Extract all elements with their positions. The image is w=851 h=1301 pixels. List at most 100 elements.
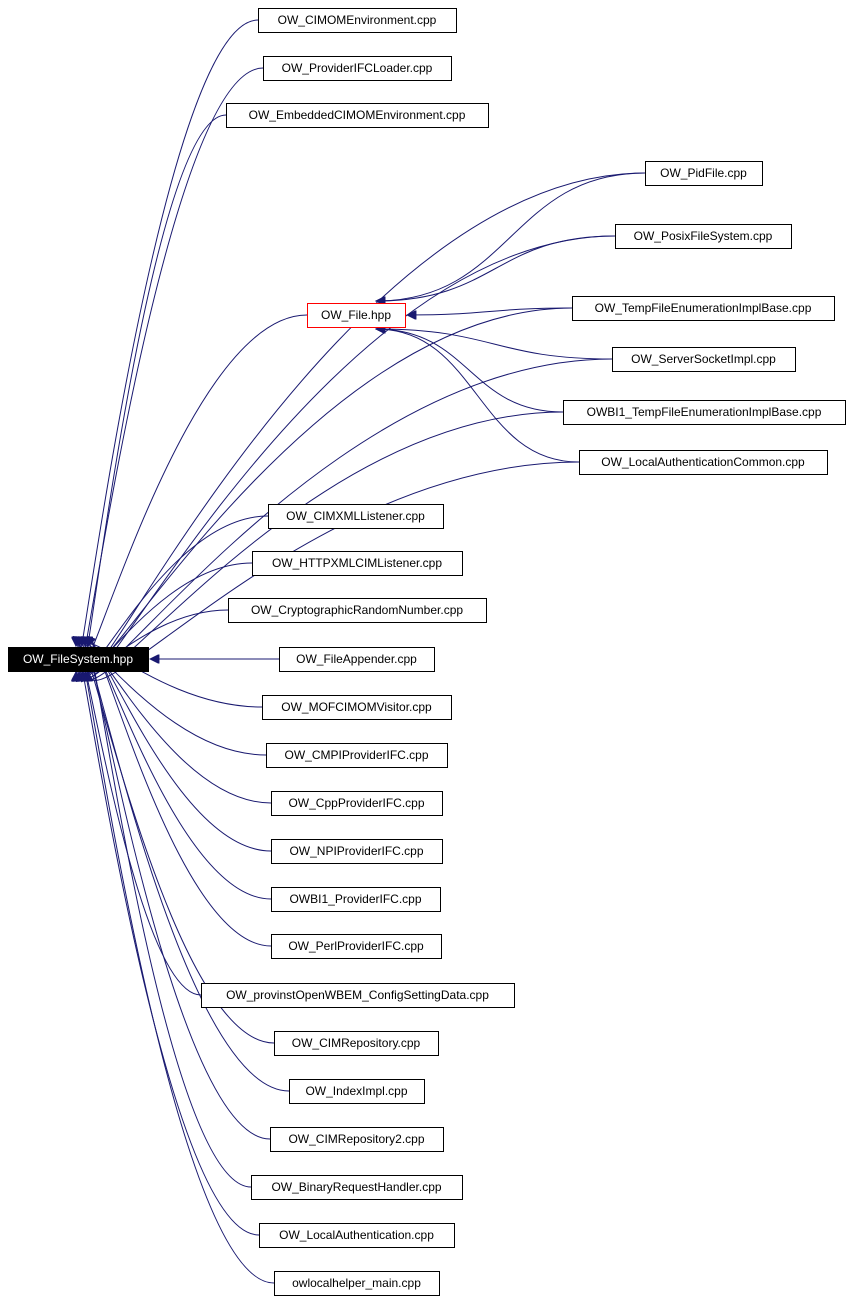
node-binary-request-handler[interactable]: OW_BinaryRequestHandler.cpp <box>251 1175 463 1200</box>
node-box <box>201 983 515 1008</box>
node-label: OW_FileSystem.hpp <box>23 652 133 666</box>
node-box <box>258 8 457 33</box>
node-box <box>563 400 846 425</box>
node-label: OW_PosixFileSystem.cpp <box>634 229 773 243</box>
node-label: OW_FileAppender.cpp <box>296 652 417 666</box>
node-label: OW_IndexImpl.cpp <box>305 1084 407 1098</box>
edge-owbi1_tempfile_enum-to-file_hpp <box>376 329 564 413</box>
edge-owbi1_provider-to-filesystem <box>85 638 272 900</box>
node-label: OW_BinaryRequestHandler.cpp <box>271 1180 441 1194</box>
edge-owbi1_tempfile_enum-to-filesystem <box>85 411 564 679</box>
node-local-auth-common[interactable]: OW_LocalAuthenticationCommon.cpp <box>579 450 828 475</box>
edge-tempfile_enum-to-file_hpp <box>407 307 573 315</box>
node-label: owlocalhelper_main.cpp <box>292 1276 421 1290</box>
node-box <box>228 598 487 623</box>
node-owbi1-tempfile-enum[interactable]: OWBI1_TempFileEnumerationImplBase.cpp <box>563 400 846 425</box>
node-label: OW_MOFCIMOMVisitor.cpp <box>281 700 432 714</box>
node-label: OW_ProviderIFCLoader.cpp <box>282 61 433 75</box>
node-httpxml-listener[interactable]: OW_HTTPXMLCIMListener.cpp <box>252 551 463 576</box>
node-box <box>289 1079 425 1104</box>
node-pidfile[interactable]: OW_PidFile.cpp <box>645 161 763 186</box>
node-label: OW_LocalAuthentication.cpp <box>279 1228 434 1242</box>
node-box <box>271 839 443 864</box>
node-owbi1-provider[interactable]: OWBI1_ProviderIFC.cpp <box>271 887 441 912</box>
node-embedded-cimom-env[interactable]: OW_EmbeddedCIMOMEnvironment.cpp <box>226 103 489 128</box>
node-tempfile-enum[interactable]: OW_TempFileEnumerationImplBase.cpp <box>572 296 835 321</box>
node-cpp-provider[interactable]: OW_CppProviderIFC.cpp <box>271 791 443 816</box>
node-box <box>259 1223 455 1248</box>
node-box <box>271 887 441 912</box>
node-label: OW_CIMXMLListener.cpp <box>286 509 425 523</box>
node-provinst-config[interactable]: OW_provinstOpenWBEM_ConfigSettingData.cp… <box>201 983 515 1008</box>
node-box <box>266 743 448 768</box>
node-mof-cimom-visitor[interactable]: OW_MOFCIMOMVisitor.cpp <box>262 695 452 720</box>
node-owlocalhelper-main[interactable]: owlocalhelper_main.cpp <box>274 1271 440 1296</box>
node-box <box>226 103 489 128</box>
node-file-hpp[interactable]: OW_File.hpp <box>307 303 406 328</box>
node-label: OW_HTTPXMLCIMListener.cpp <box>272 556 442 570</box>
node-label: OW_CIMOMEnvironment.cpp <box>278 13 437 27</box>
node-box <box>612 347 796 372</box>
node-label: OW_CMPIProviderIFC.cpp <box>284 748 428 762</box>
node-posix-fs[interactable]: OW_PosixFileSystem.cpp <box>615 224 792 249</box>
node-cim-repository2[interactable]: OW_CIMRepository2.cpp <box>270 1127 444 1152</box>
edge-posix_fs-to-file_hpp <box>376 235 616 301</box>
node-label: OW_CppProviderIFC.cpp <box>288 796 424 810</box>
node-label: OW_EmbeddedCIMOMEnvironment.cpp <box>249 108 466 122</box>
node-box <box>274 1031 439 1056</box>
node-cimxml-listener[interactable]: OW_CIMXMLListener.cpp <box>268 504 444 529</box>
node-cmpi-provider[interactable]: OW_CMPIProviderIFC.cpp <box>266 743 448 768</box>
node-cimom-env[interactable]: OW_CIMOMEnvironment.cpp <box>258 8 457 33</box>
node-filesystem[interactable]: OW_FileSystem.hpp <box>8 647 149 672</box>
node-provider-ifc-loader[interactable]: OW_ProviderIFCLoader.cpp <box>263 56 452 81</box>
node-box <box>263 56 452 81</box>
node-npi-provider[interactable]: OW_NPIProviderIFC.cpp <box>271 839 443 864</box>
node-index-impl[interactable]: OW_IndexImpl.cpp <box>289 1079 425 1104</box>
node-label: OW_ServerSocketImpl.cpp <box>631 352 776 366</box>
node-file-appender[interactable]: OW_FileAppender.cpp <box>279 647 435 672</box>
node-perl-provider[interactable]: OW_PerlProviderIFC.cpp <box>271 934 442 959</box>
node-label: OWBI1_ProviderIFC.cpp <box>289 892 421 906</box>
node-label: OW_NPIProviderIFC.cpp <box>289 844 423 858</box>
node-box <box>274 1271 440 1296</box>
edge-provider_ifc_loader-to-filesystem <box>79 67 264 676</box>
edge-local_auth_common-to-file_hpp <box>376 329 580 463</box>
node-box <box>572 296 835 321</box>
node-box <box>270 1127 444 1152</box>
node-label: OW_File.hpp <box>321 308 391 322</box>
node-label: OW_LocalAuthenticationCommon.cpp <box>601 455 805 469</box>
node-local-auth[interactable]: OW_LocalAuthentication.cpp <box>259 1223 455 1248</box>
node-box <box>251 1175 463 1200</box>
node-box <box>271 934 442 959</box>
edge-pidfile-to-file_hpp <box>376 172 646 301</box>
node-box <box>645 161 763 186</box>
node-box <box>262 695 452 720</box>
node-label: OW_TempFileEnumerationImplBase.cpp <box>595 301 812 315</box>
node-box <box>268 504 444 529</box>
node-label: OWBI1_TempFileEnumerationImplBase.cpp <box>587 405 822 419</box>
node-server-socket[interactable]: OW_ServerSocketImpl.cpp <box>612 347 796 372</box>
edge-server_socket-to-file_hpp <box>376 329 613 360</box>
node-box <box>279 647 435 672</box>
edge-binary_request_handler-to-filesystem <box>88 642 252 1188</box>
node-box <box>307 303 406 328</box>
node-label: OW_provinstOpenWBEM_ConfigSettingData.cp… <box>226 988 489 1002</box>
edge-server_socket-to-filesystem <box>82 358 613 679</box>
edge-perl_provider-to-filesystem <box>88 639 272 947</box>
edge-local_auth-to-filesystem <box>76 642 260 1236</box>
node-label: OW_CryptographicRandomNumber.cpp <box>251 603 463 617</box>
node-cim-repository[interactable]: OW_CIMRepository.cpp <box>274 1031 439 1056</box>
node-box <box>8 647 149 672</box>
edge-embedded_cimom_env-to-filesystem <box>82 114 227 676</box>
node-box <box>579 450 828 475</box>
edge-cim_repository-to-filesystem <box>79 641 275 1044</box>
node-label: OW_CIMRepository2.cpp <box>288 1132 424 1146</box>
node-label: OW_CIMRepository.cpp <box>292 1036 421 1050</box>
edge-provinst_config-to-filesystem <box>76 640 202 996</box>
node-box <box>252 551 463 576</box>
node-label: OW_PidFile.cpp <box>660 166 747 180</box>
node-box <box>615 224 792 249</box>
node-crypto-random[interactable]: OW_CryptographicRandomNumber.cpp <box>228 598 487 623</box>
node-box <box>271 791 443 816</box>
